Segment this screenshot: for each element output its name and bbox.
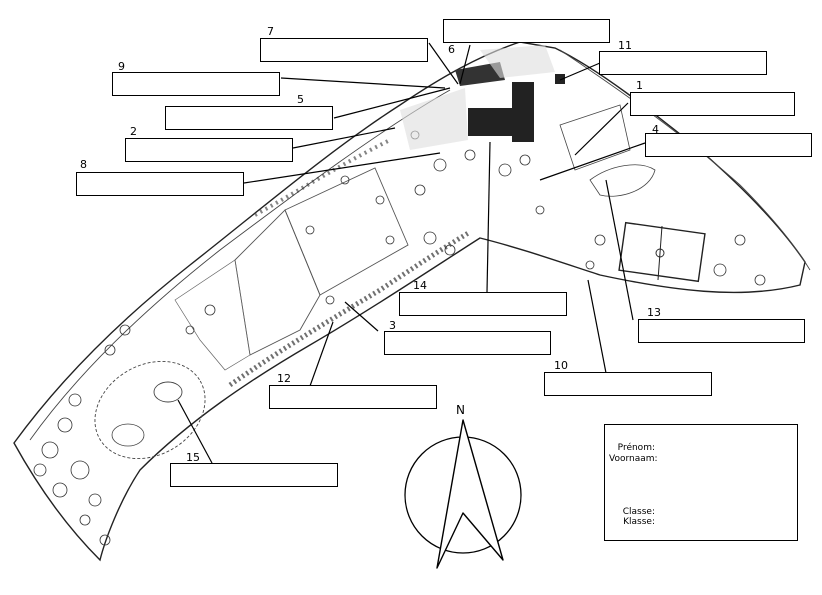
- label-number-1: 1: [636, 79, 643, 92]
- label-number-10: 10: [554, 359, 568, 372]
- classe-label: Classe:: [622, 507, 655, 517]
- leader-13: [605, 179, 634, 321]
- pond-ring: [153, 381, 183, 403]
- leader-6: [459, 44, 471, 85]
- leader-3: [344, 301, 379, 332]
- small-shed: [555, 74, 565, 84]
- label-number-3: 3: [389, 319, 396, 332]
- oval-path-west: [94, 360, 206, 460]
- klasse-label: Klasse:: [623, 517, 655, 527]
- leader-5: [333, 87, 451, 119]
- answer-box-12[interactable]: [269, 385, 437, 409]
- perimeter-path: [29, 89, 451, 441]
- answer-box-10[interactable]: [544, 372, 712, 396]
- prenom-label: Prénom:: [617, 443, 655, 453]
- label-number-4: 4: [652, 123, 659, 136]
- label-number-8: 8: [80, 158, 87, 171]
- leader-1: [574, 102, 629, 156]
- voornaam-label: Voornaam:: [609, 454, 658, 464]
- tree-belt-south: [228, 229, 472, 388]
- leader-15: [177, 399, 213, 464]
- label-number-2: 2: [130, 125, 137, 138]
- answer-box-1[interactable]: [630, 92, 795, 116]
- label-number-5: 5: [297, 93, 304, 106]
- answer-box-15[interactable]: [170, 463, 338, 487]
- answer-box-5[interactable]: [165, 106, 333, 130]
- student-name-card: Prénom: Voornaam: Classe: Klasse:: [604, 424, 798, 541]
- leader-14: [486, 141, 491, 293]
- label-number-9: 9: [118, 60, 125, 73]
- compass-rose: [404, 419, 522, 569]
- answer-box-7[interactable]: [260, 38, 428, 62]
- label-number-6: 6: [448, 43, 455, 56]
- leader-4: [539, 142, 646, 181]
- east-road: [559, 49, 811, 271]
- leader-7: [428, 42, 459, 85]
- sports-field-lower: [234, 209, 321, 356]
- leader-lines: [177, 42, 646, 464]
- trees-scattered: [185, 130, 766, 335]
- north-gravel: [480, 45, 555, 78]
- label-number-15: 15: [186, 451, 200, 464]
- leader-8: [243, 152, 441, 184]
- label-number-13: 13: [647, 306, 661, 319]
- leader-11: [559, 62, 601, 81]
- building-wing: [512, 82, 534, 142]
- answer-box-11[interactable]: [599, 51, 767, 75]
- meadow-west: [174, 259, 251, 371]
- answer-box-6[interactable]: [443, 19, 610, 43]
- label-number-7: 7: [267, 25, 274, 38]
- label-number-11: 11: [618, 39, 632, 52]
- leader-10: [587, 279, 607, 374]
- answer-box-8[interactable]: [76, 172, 244, 196]
- answer-box-9[interactable]: [112, 72, 280, 96]
- woodland-west: [33, 324, 131, 546]
- compass-north-label: N: [456, 403, 465, 417]
- label-number-12: 12: [277, 372, 291, 385]
- leader-9: [280, 77, 446, 89]
- answer-box-3[interactable]: [384, 331, 551, 355]
- answer-box-2[interactable]: [125, 138, 293, 162]
- answer-box-13[interactable]: [638, 319, 805, 343]
- compass-needle: [436, 419, 504, 569]
- garden-beds: [559, 104, 631, 171]
- building-annex: [455, 62, 505, 86]
- leader-2: [292, 127, 396, 149]
- label-number-14: 14: [413, 279, 427, 292]
- leader-12: [309, 321, 334, 387]
- answer-box-4[interactable]: [645, 133, 812, 157]
- answer-box-14[interactable]: [399, 292, 567, 316]
- main-building: [468, 108, 518, 136]
- pond-inner: [111, 423, 145, 447]
- courtyard-gravel: [400, 88, 468, 150]
